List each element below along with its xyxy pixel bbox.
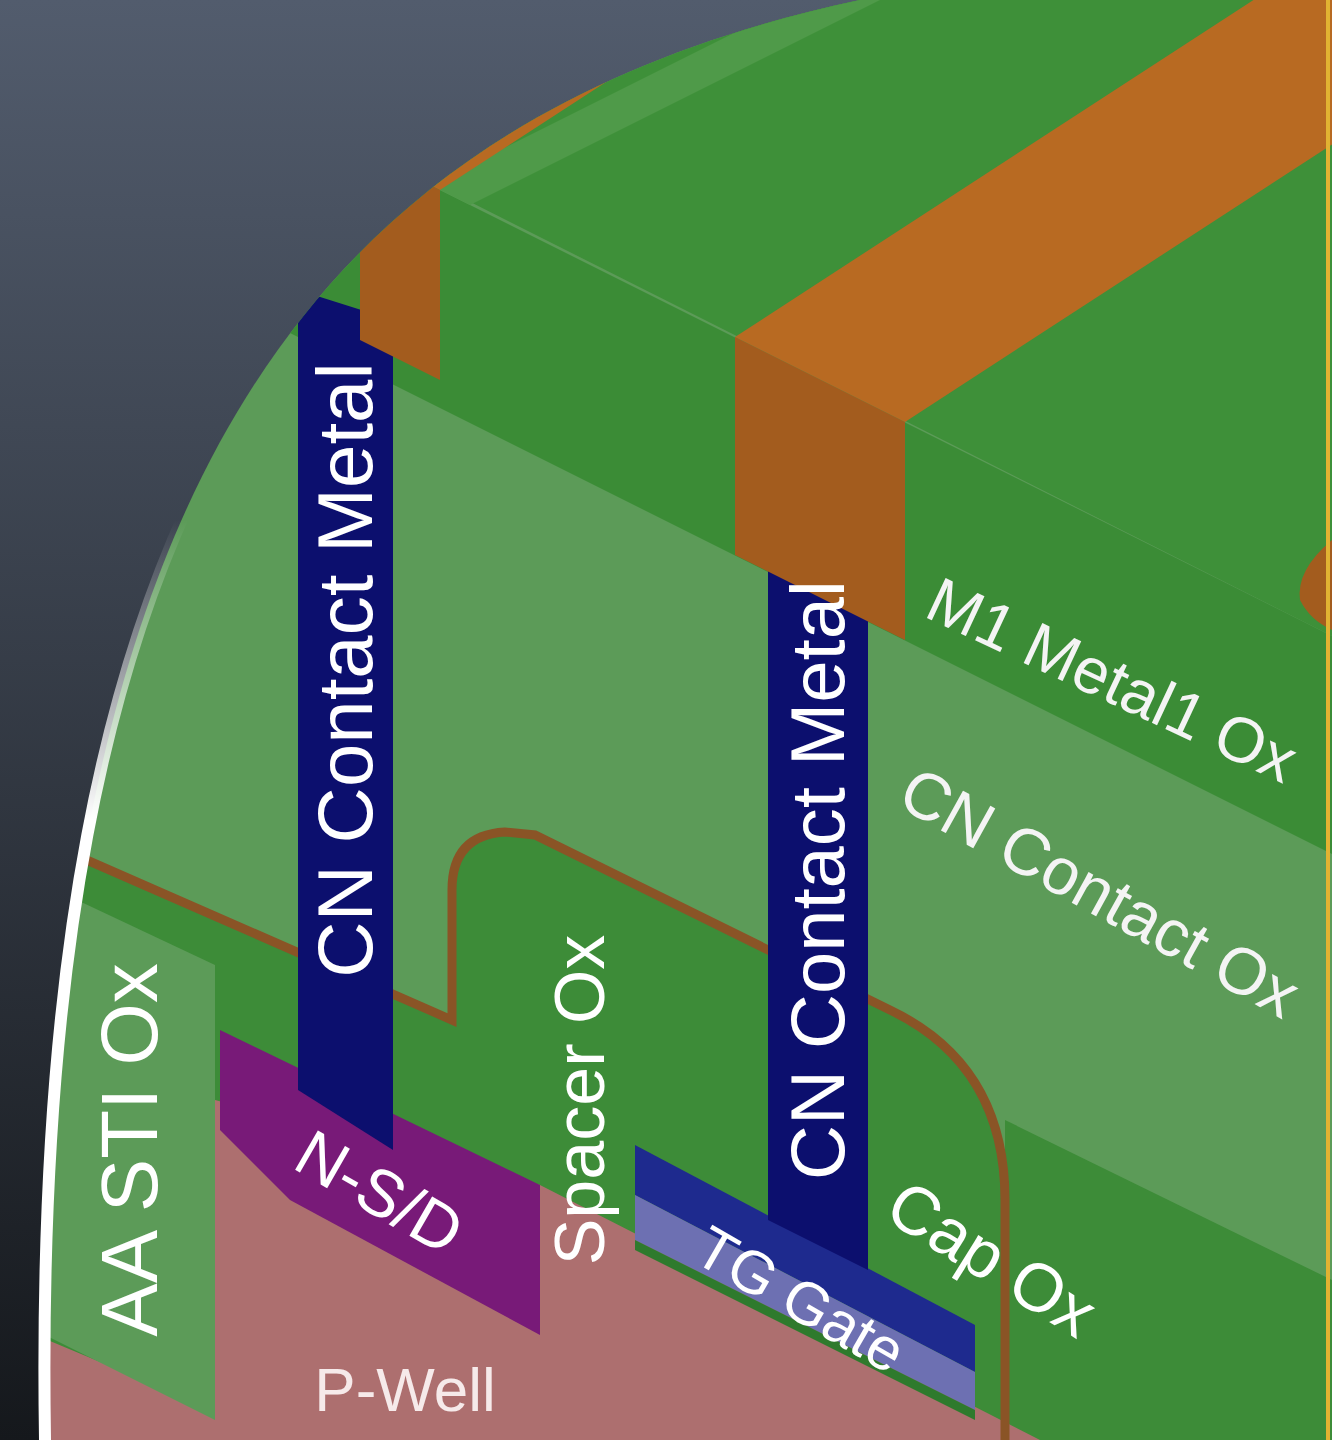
region-label: CN Contact Metal (780, 580, 856, 1180)
lens-rim (44, 0, 860, 1440)
contact-metal-left (298, 290, 393, 1150)
m1-right-top (735, 0, 1332, 422)
region-label: Spacer Ox (545, 935, 615, 1266)
region-label: P-Well (314, 1359, 495, 1421)
region-label: AA STI Ox (90, 963, 170, 1336)
region-label: CN Contact Metal (306, 362, 384, 978)
frame-edge (1326, 0, 1330, 1440)
contact-metal-right (768, 555, 868, 1270)
top-surface-shade (430, 0, 960, 205)
